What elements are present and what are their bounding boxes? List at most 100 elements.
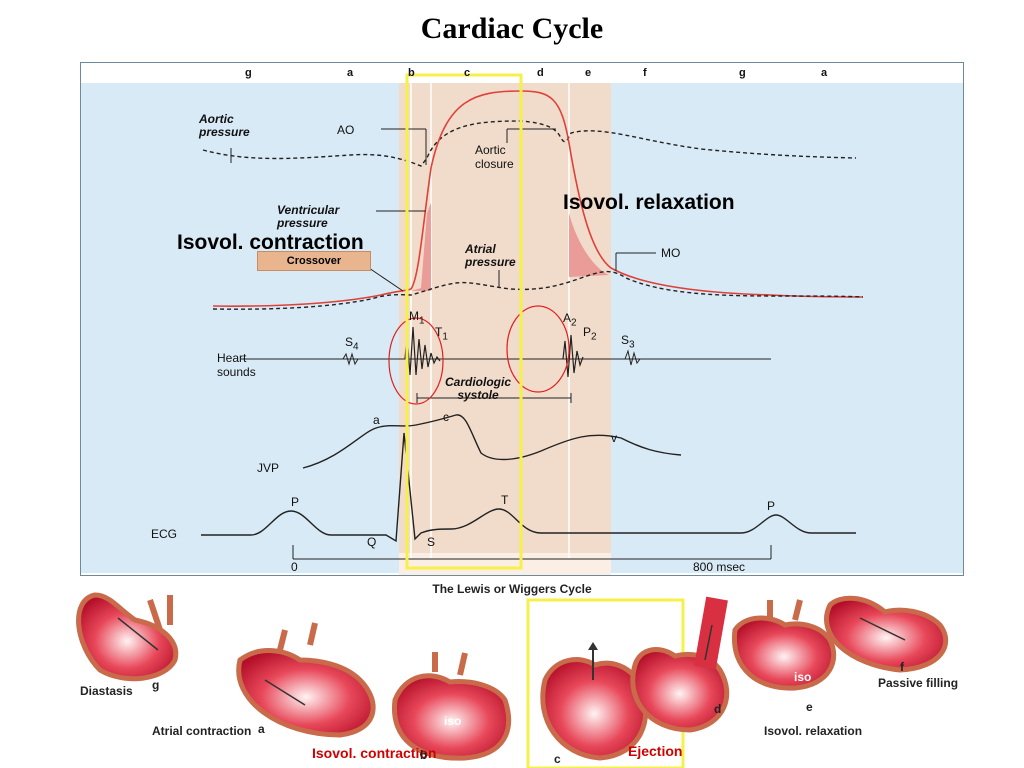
aortic-pressure-label: Aortic pressure — [199, 113, 250, 139]
heart-atrial-contraction-icon — [236, 622, 376, 738]
t1-label-main: T — [435, 325, 443, 339]
cardiologic-systole-label-line2: systole — [457, 388, 499, 402]
atrial-pressure-label: Atrial pressure — [465, 243, 516, 269]
heart-letter-b: b — [420, 748, 428, 762]
ejection-label: Ejection — [628, 743, 683, 759]
a2-label-sub: 2 — [571, 317, 577, 329]
wiggers-diagram-graphics — [81, 73, 963, 575]
t1-label-sub: 1 — [442, 331, 448, 343]
a2-label-main: A — [563, 311, 572, 325]
aortic-closure-label-line1: Aortic — [475, 143, 506, 157]
jvp-curve — [302, 414, 682, 469]
jvp-label: JVP — [257, 461, 280, 475]
jvp-a-wave-label: a — [373, 413, 380, 427]
systole-background — [399, 83, 611, 573]
aortic-pressure-curve — [202, 120, 857, 167]
time-axis-start-label: 0 — [291, 560, 298, 574]
heart-letter-c: c — [554, 752, 561, 766]
diastole-background-right — [611, 83, 963, 573]
phase-label-g2: g — [739, 67, 746, 79]
ventricular-pressure-label-line1: Ventricular — [277, 203, 340, 217]
phase-label-a1: a — [347, 67, 354, 79]
heart-diastasis-icon — [76, 592, 179, 682]
wiggers-diagram: g a b c d e f g a Aortic pressure AO Aor… — [80, 62, 964, 576]
s4-label-main: S — [345, 335, 354, 349]
m1-label: M1 — [409, 309, 425, 326]
s3-label: S3 — [621, 333, 635, 350]
heart-ejection-icon — [540, 642, 649, 761]
heart-isovol-contraction-icon — [391, 652, 512, 761]
atrial-pressure-curve — [212, 270, 864, 310]
phase-label-g1: g — [245, 67, 252, 79]
t1-label: T1 — [435, 325, 448, 342]
phase-label-c: c — [464, 67, 471, 79]
heart-letter-a: a — [258, 722, 265, 736]
diastole-background-left — [81, 83, 399, 573]
passive-filling-label: Passive filling — [878, 676, 959, 690]
atrial-pressure-label-line1: Atrial — [465, 242, 496, 256]
diagram-caption: The Lewis or Wiggers Cycle — [432, 582, 592, 596]
phase-label-b: b — [408, 67, 415, 79]
page-title: Cardiac Cycle — [420, 12, 604, 45]
aortic-closure-label: Aortic closure — [475, 143, 514, 171]
phase-label-d: d — [537, 67, 544, 79]
heart-isovol-relaxation-icon — [731, 599, 837, 691]
aortic-closure-label-line2: closure — [475, 157, 514, 171]
a2-highlight-circle — [506, 305, 570, 393]
phase-label-e: e — [585, 67, 592, 79]
s3-label-sub: 3 — [629, 339, 635, 351]
s4-label: S4 — [345, 335, 359, 352]
s4-sound — [342, 352, 359, 366]
heart-letter-f: f — [900, 660, 904, 674]
ecg-s-label: S — [427, 535, 436, 549]
iso-label-contraction: iso — [444, 714, 462, 728]
p2-label-main: P — [583, 325, 592, 339]
a2-p2-sound — [562, 334, 584, 378]
ao-label: AO — [337, 123, 355, 137]
isovol-contraction-label: Isovol. contraction — [312, 745, 437, 761]
cardiologic-systole-label: Cardiologic systole — [445, 376, 511, 402]
diastasis-label: Diastasis — [80, 684, 133, 698]
ecg-curve — [201, 432, 856, 543]
p2-label: P2 — [583, 325, 597, 342]
isovol-relaxation-area — [569, 213, 609, 277]
s4-label-sub: 4 — [353, 341, 359, 353]
aortic-pressure-label-line1: Aortic — [199, 112, 234, 126]
jvp-v-wave-label: v — [611, 431, 617, 445]
phase-label-f: f — [643, 67, 647, 79]
heart-letter-e: e — [806, 700, 813, 714]
aortic-pressure-label-line2: pressure — [199, 125, 250, 139]
mo-label: MO — [661, 246, 681, 260]
s3-sound — [624, 349, 641, 366]
heart-rapid-ejection-icon — [630, 596, 730, 733]
crossover-label: Crossover — [257, 251, 371, 271]
crossover-leader — [368, 267, 404, 292]
isovol-relaxation-label: Isovol. relaxation — [764, 724, 863, 738]
jvp-c-wave-label: c — [443, 410, 449, 424]
m1-t1-sound — [404, 326, 441, 376]
heart-letter-d: d — [714, 702, 722, 716]
atrial-contraction-label: Atrial contraction — [152, 724, 252, 738]
isovol-contraction-annotation: Isovol. contraction — [177, 231, 364, 254]
heart-letter-g: g — [152, 678, 160, 692]
heart-cycle-illustrations — [76, 592, 949, 768]
isovol-relaxation-annotation: Isovol. relaxation — [563, 191, 735, 214]
phase-label-a2: a — [821, 67, 828, 79]
iso-label-relaxation: iso — [794, 670, 812, 684]
ecg-p-wave-label-1: P — [291, 495, 300, 509]
ecg-p-wave-label-2: P — [767, 499, 776, 513]
heart-sounds-label-line1: Heart — [217, 351, 247, 365]
atrial-pressure-label-line2: pressure — [465, 255, 516, 269]
ecg-q-label: Q — [367, 535, 377, 549]
m1-label-sub: 1 — [419, 315, 425, 327]
ecg-t-wave-label: T — [501, 493, 509, 507]
cardiologic-systole-label-line1: Cardiologic — [445, 375, 512, 389]
heart-passive-filling-icon — [824, 595, 949, 673]
m1-highlight-circle — [388, 317, 444, 405]
ecg-label: ECG — [151, 527, 178, 541]
ventricular-pressure-label: Ventricular pressure — [277, 204, 339, 230]
a2-label: A2 — [563, 311, 577, 328]
s3-label-main: S — [621, 333, 630, 347]
time-axis-end-label: 800 msec — [693, 560, 746, 574]
heart-sounds-label: Heart sounds — [217, 351, 256, 379]
